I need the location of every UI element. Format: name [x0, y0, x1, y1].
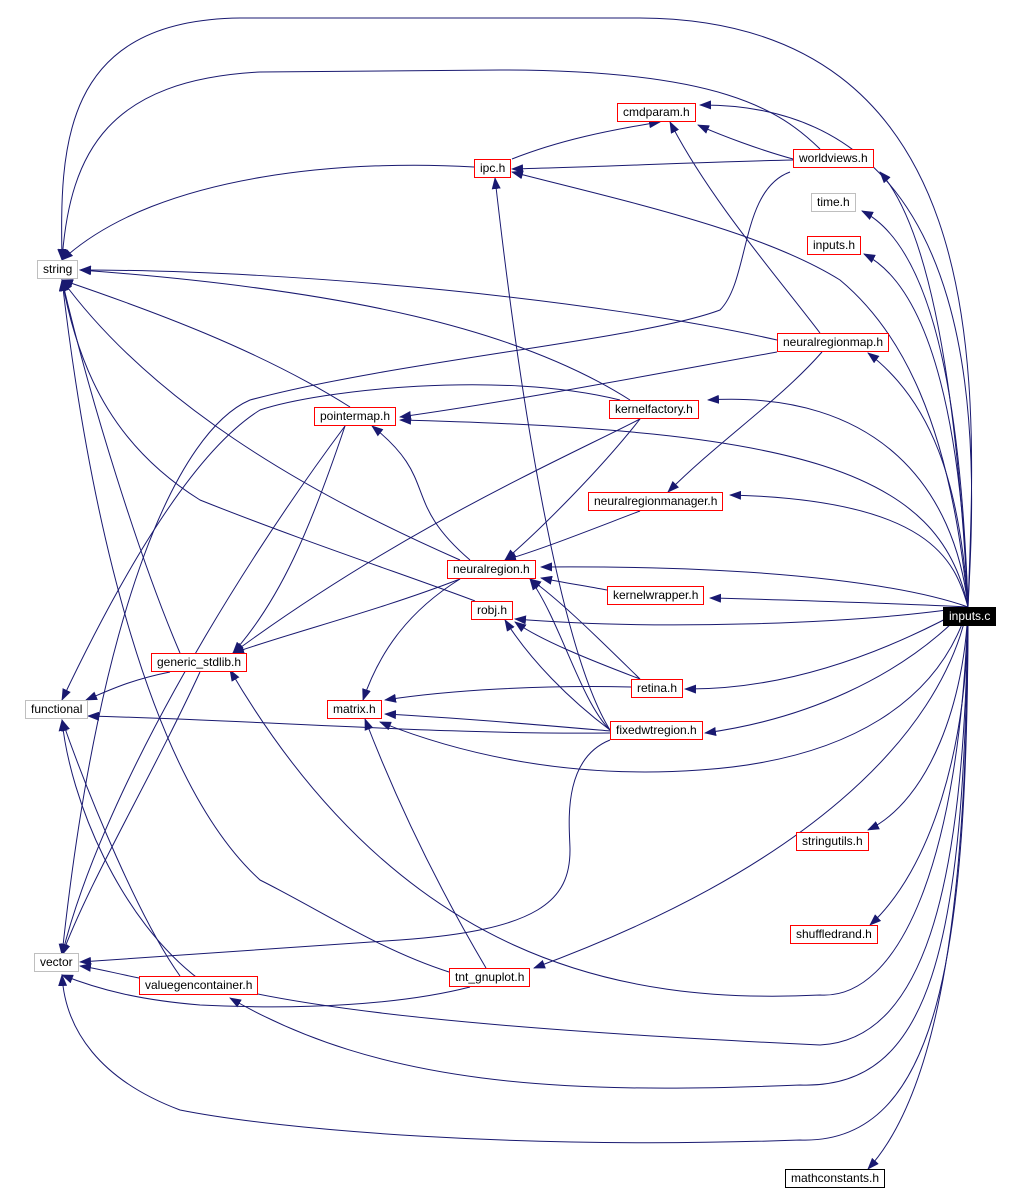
edge-neuralregionmap-h-to-cmdparam-h: [669, 121, 821, 334]
edge-kernelfactory-h-to-neuralregion-h: [504, 418, 641, 561]
edge-neuralregionmap-h-to-pointermap-h: [399, 351, 778, 420]
node-pointermap-h[interactable]: pointermap.h: [314, 407, 397, 426]
edge-inputs-c-to-tnt-gnuplot-h: [533, 606, 969, 969]
edge-inputs-c-to-kernelwrapper-h: [709, 593, 969, 608]
edge-generic-stdlib-h-to-vector: [61, 671, 201, 956]
edge-inputs-c-to-stringutils-h: [867, 606, 969, 831]
node-string[interactable]: string: [37, 260, 79, 279]
edge-retina-h-to-neuralregion-h: [529, 578, 641, 680]
edge-kernelfactory-h-to-functional: [61, 384, 621, 701]
dependency-edges: [57, 17, 973, 1170]
node-cmdparam-h[interactable]: cmdparam.h: [617, 103, 696, 122]
edge-kernelfactory-h-to-string: [79, 266, 631, 401]
edge-neuralregionmap-h-to-string: [79, 265, 778, 341]
edge-inputs-c-to-cmdparam-h: [699, 100, 973, 608]
edge-fixedwtregion-h-to-neuralregion-h: [529, 578, 611, 731]
edge-inputs-c-to-robj-h: [514, 606, 969, 626]
edge-kernelfactory-h-to-generic-stdlib-h: [232, 418, 641, 654]
edge-fixedwtregion-h-to-matrix-h: [384, 710, 611, 732]
edge-inputs-c-to-matrix-h: [379, 606, 969, 773]
edge-tnt-gnuplot-h-to-string: [58, 279, 450, 973]
edge-worldviews-h-to-vector: [58, 171, 791, 956]
node-matrix-h[interactable]: matrix.h: [327, 700, 382, 719]
node-robj-h[interactable]: robj.h: [471, 601, 514, 620]
node-kernelfactory-h[interactable]: kernelfactory.h: [609, 400, 699, 419]
edge-inputs-c-to-kernelfactory-h: [707, 394, 969, 608]
edge-retina-h-to-matrix-h: [384, 686, 632, 703]
node-ipc-h[interactable]: ipc.h: [474, 159, 512, 178]
edge-robj-h-to-string: [59, 279, 476, 602]
node-mathconstants-h[interactable]: mathconstants.h: [785, 1169, 886, 1188]
edge-neuralregion-h-to-pointermap-h: [371, 425, 471, 561]
node-neuralregionmanager-h[interactable]: neuralregionmanager.h: [588, 492, 724, 511]
edge-inputs-c-to-generic-stdlib-h: [229, 606, 969, 997]
edge-valuegencontainer-h-to-functional: [61, 719, 181, 977]
node-generic-stdlib-h[interactable]: generic_stdlib.h: [151, 653, 248, 672]
edge-ipc-h-to-cmdparam-h: [511, 119, 661, 160]
node-fixedwtregion-h[interactable]: fixedwtregion.h: [610, 721, 703, 740]
edge-worldviews-h-to-cmdparam-h: [697, 124, 794, 160]
edge-inputs-c-to-fixedwtregion-h: [704, 606, 969, 736]
edge-inputs-c-to-shuffledrand-h: [869, 606, 969, 926]
edge-inputs-c-to-string: [57, 17, 973, 608]
edge-ipc-h-to-string: [61, 164, 475, 261]
edge-worldviews-h-to-ipc-h: [511, 159, 794, 174]
edge-inputs-c-to-mathconstants-h: [867, 606, 969, 1170]
edge-neuralregion-h-to-string: [61, 279, 461, 561]
edge-inputs-c-to-inputs-h: [863, 253, 969, 608]
edge-inputs-c-to-retina-h: [684, 606, 969, 694]
edge-generic-stdlib-h-to-functional: [85, 671, 171, 701]
node-valuegencontainer-h[interactable]: valuegencontainer.h: [139, 976, 259, 995]
edge-inputs-c-to-valuegencontainer-h: [229, 606, 969, 1089]
edge-inputs-c-to-neuralregionmanager-h: [729, 490, 969, 608]
edge-valuegencontainer-h-to-vector: [79, 962, 140, 979]
edge-fixedwtregion-h-to-ipc-h: [491, 177, 611, 731]
node-time-h[interactable]: time.h: [811, 193, 856, 212]
node-neuralregionmap-h[interactable]: neuralregionmap.h: [777, 333, 890, 352]
edge-inputs-c-to-time-h: [861, 210, 969, 608]
edge-inputs-c-to-neuralregionmap-h: [867, 352, 969, 608]
node-vector[interactable]: vector: [34, 953, 79, 972]
edge-fixedwtregion-h-to-vector: [79, 739, 611, 966]
edge-inputs-c-to-pointermap-h: [399, 415, 969, 608]
edge-neuralregionmap-h-to-neuralregionmanager-h: [667, 351, 823, 493]
edge-tnt-gnuplot-h-to-matrix-h: [364, 718, 487, 969]
edge-tnt-gnuplot-h-to-vector: [61, 974, 471, 1008]
edge-pointermap-h-to-generic-stdlib-h: [232, 425, 346, 654]
node-functional[interactable]: functional: [25, 700, 89, 719]
edge-kernelwrapper-h-to-neuralregion-h: [540, 575, 608, 591]
node-kernelwrapper-h[interactable]: kernelwrapper.h: [607, 586, 705, 605]
edge-inputs-c-to-neuralregion-h: [540, 562, 969, 608]
edge-generic-stdlib-h-to-string: [60, 279, 181, 654]
node-inputs-c[interactable]: inputs.c: [943, 607, 997, 626]
edge-fixedwtregion-h-to-robj-h: [504, 619, 611, 731]
edge-fixedwtregion-h-to-functional: [87, 711, 611, 734]
node-retina-h[interactable]: retina.h: [631, 679, 684, 698]
node-worldviews-h[interactable]: worldviews.h: [793, 149, 874, 168]
edge-inputs-c-to-ipc-h: [511, 170, 969, 608]
edge-inputs-c-to-functional: [58, 606, 969, 1046]
node-inputs-h[interactable]: inputs.h: [807, 236, 862, 255]
edge-pointermap-h-to-vector: [60, 425, 346, 956]
edge-retina-h-to-robj-h: [514, 621, 641, 680]
edge-worldviews-h-to-string: [58, 69, 821, 261]
edge-inputs-c-to-vector: [58, 606, 969, 1144]
node-stringutils-h[interactable]: stringutils.h: [796, 832, 869, 851]
edge-pointermap-h-to-string: [61, 279, 351, 408]
edge-neuralregionmanager-h-to-neuralregion-h: [504, 510, 641, 562]
edge-neuralregion-h-to-matrix-h: [362, 578, 461, 701]
node-shuffledrand-h[interactable]: shuffledrand.h: [790, 925, 878, 944]
node-tnt-gnuplot-h[interactable]: tnt_gnuplot.h: [449, 968, 531, 987]
edge-neuralregion-h-to-generic-stdlib-h: [232, 578, 461, 654]
node-neuralregion-h[interactable]: neuralregion.h: [447, 560, 536, 579]
